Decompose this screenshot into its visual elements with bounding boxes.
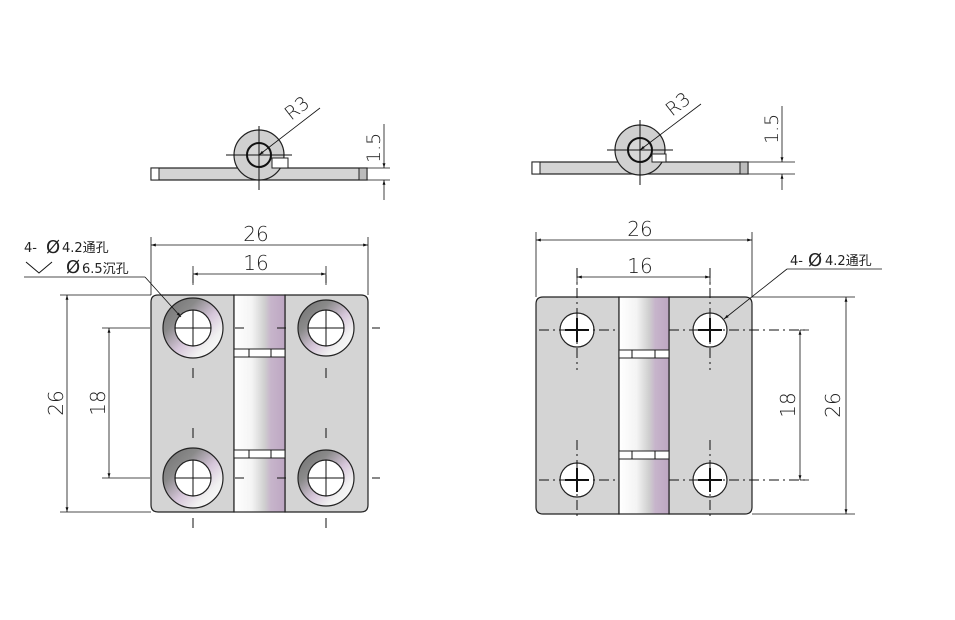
right-hinge-view: R3 1.5 xyxy=(531,88,882,520)
left-width-label: 26 xyxy=(243,222,268,246)
right-hole-spacing-v-label: 18 xyxy=(776,392,800,417)
right-hole-note: 4- Ø 4.2通孔 xyxy=(723,250,882,320)
left-radius-label: R3 xyxy=(281,92,314,125)
note-prefix: 4- xyxy=(24,241,37,256)
right-front-view: 26 16 26 18 4- Ø 4.2通孔 xyxy=(535,217,882,520)
phi-symbol-2: Ø xyxy=(66,257,80,278)
phi-symbol: Ø xyxy=(808,250,822,271)
note-prefix: 4- xyxy=(790,254,803,269)
left-front-view: 26 16 26 18 4- Ø 4.2通孔 Ø 6.5沉孔 xyxy=(24,222,380,528)
left-thickness-label: 1.5 xyxy=(363,133,385,163)
left-hole-spacing-v-label: 18 xyxy=(86,390,110,415)
right-radius-label: R3 xyxy=(662,88,695,121)
right-hole-spacing-h-label: 16 xyxy=(627,254,652,278)
left-height-label: 26 xyxy=(44,390,68,415)
countersink-symbol-icon xyxy=(25,261,53,274)
left-centerlines xyxy=(175,275,380,528)
right-height-label: 26 xyxy=(821,392,845,417)
left-hole-spacing-h-label: 16 xyxy=(243,251,268,275)
note-countersink: 6.5沉孔 xyxy=(82,262,129,277)
left-hole-note: 4- Ø 4.2通孔 Ø 6.5沉孔 xyxy=(24,237,182,318)
right-centerlines xyxy=(539,268,808,520)
right-side-view: R3 1.5 xyxy=(531,88,795,190)
left-hinge-view: R3 1.5 xyxy=(24,92,390,528)
left-side-view: R3 1.5 xyxy=(150,92,390,200)
right-width-label: 26 xyxy=(627,217,652,241)
note-through-hole: 4.2通孔 xyxy=(825,254,872,269)
note-through-hole: 4.2通孔 xyxy=(62,241,109,256)
phi-symbol-1: Ø xyxy=(46,237,60,258)
right-thickness-label: 1.5 xyxy=(761,114,783,144)
